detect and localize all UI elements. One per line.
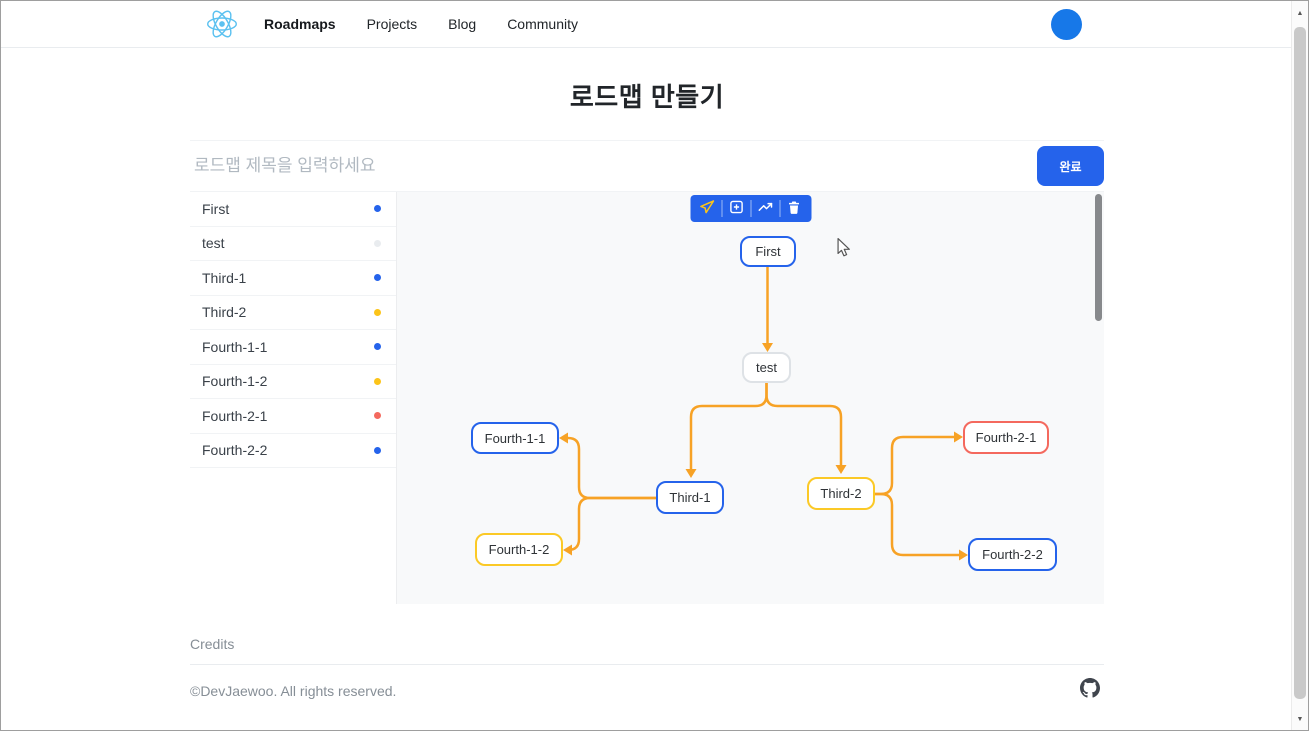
- arrowhead: [559, 432, 568, 444]
- list-item-label: Fourth-1-1: [202, 338, 268, 355]
- node-color-dot: [374, 343, 381, 351]
- browser-scrollbar[interactable]: ▲ ▼: [1291, 1, 1308, 730]
- canvas-toolbar: [690, 195, 811, 222]
- delete-tool-button[interactable]: [783, 195, 805, 222]
- github-link[interactable]: [1080, 678, 1104, 703]
- list-item-label: First: [202, 200, 230, 217]
- edge-test-third1: [689, 381, 768, 471]
- edge-third1-fourth12: [567, 496, 658, 552]
- page-title: 로드맵 만들기: [569, 82, 725, 112]
- canvas-scrollbar-thumb[interactable]: [1095, 194, 1102, 321]
- arrowhead: [954, 431, 963, 443]
- arrowhead: [563, 544, 572, 556]
- list-item-label: Fourth-1-2: [202, 373, 268, 390]
- react-logo-icon[interactable]: [206, 9, 238, 39]
- node-color-dot: [374, 308, 381, 316]
- node-fourth-1-2[interactable]: Fourth-1-2: [475, 533, 563, 566]
- node-color-dot: [374, 274, 381, 282]
- nav-blog[interactable]: Blog: [448, 16, 477, 32]
- add-node-icon: [728, 199, 744, 218]
- nav-community[interactable]: Community: [507, 16, 578, 32]
- roadmap-title-input[interactable]: [190, 156, 1037, 176]
- node-test[interactable]: test: [742, 352, 791, 383]
- node-third-1[interactable]: Third-1: [656, 481, 724, 514]
- roadmap-edges: [559, 265, 968, 561]
- footer: Credits ©DevJaewoo. All rights reserved.: [190, 604, 1104, 703]
- top-navbar: Roadmaps Projects Blog Community: [1, 1, 1293, 48]
- edge-third2-fourth21: [873, 435, 957, 496]
- nav-roadmaps[interactable]: Roadmaps: [264, 16, 336, 32]
- arrowhead: [959, 549, 968, 561]
- list-item-label: Fourth-2-1: [202, 407, 268, 424]
- list-item-label: Third-2: [202, 304, 247, 321]
- node-color-dot: [374, 446, 381, 454]
- github-icon: [1080, 678, 1100, 703]
- nav-links: Roadmaps Projects Blog Community: [264, 16, 578, 32]
- footer-divider: [190, 664, 1104, 665]
- node-color-dot: [374, 377, 381, 385]
- node-first[interactable]: First: [740, 236, 796, 267]
- list-item-first[interactable]: First: [190, 192, 396, 227]
- node-color-dot: [374, 205, 381, 213]
- node-fourth-2-2[interactable]: Fourth-2-2: [968, 538, 1057, 571]
- mouse-cursor-icon: [837, 238, 851, 262]
- toolbar-divider: [750, 200, 751, 217]
- toolbar-divider: [779, 200, 780, 217]
- node-fourth-2-1[interactable]: Fourth-2-1: [963, 421, 1049, 454]
- workspace: First test Third-1 Third-2: [190, 192, 1104, 604]
- arrowhead: [762, 343, 773, 352]
- list-item-fourth-2-1[interactable]: Fourth-2-1: [190, 399, 396, 434]
- scroll-up-arrow[interactable]: ▲: [1296, 9, 1304, 17]
- roadmap-title-row: 완료: [190, 140, 1104, 192]
- main-content: 로드맵 만들기 완료 First test Th: [190, 77, 1104, 703]
- done-button[interactable]: 완료: [1037, 146, 1104, 186]
- add-node-tool-button[interactable]: [725, 195, 747, 222]
- trash-icon: [787, 200, 802, 218]
- toolbar-divider: [721, 200, 722, 217]
- list-item-third-1[interactable]: Third-1: [190, 261, 396, 296]
- node-fourth-1-1[interactable]: Fourth-1-1: [471, 422, 559, 454]
- list-item-label: test: [202, 235, 225, 252]
- edge-test-third2: [765, 381, 843, 467]
- copyright-text: ©DevJaewoo. All rights reserved.: [190, 682, 397, 699]
- nav-projects[interactable]: Projects: [366, 16, 418, 32]
- list-item-test[interactable]: test: [190, 227, 396, 261]
- send-tool-button[interactable]: [696, 195, 718, 222]
- arrowhead: [835, 465, 847, 474]
- edge-third2-fourth22: [873, 492, 962, 557]
- list-item-third-2[interactable]: Third-2: [190, 296, 396, 330]
- send-icon: [699, 199, 715, 218]
- list-item-fourth-1-2[interactable]: Fourth-1-2: [190, 365, 396, 399]
- browser-scrollbar-thumb[interactable]: [1294, 27, 1306, 699]
- node-color-dot: [374, 412, 381, 420]
- roadmap-canvas[interactable]: First test Third-1 Third-2 Fourth-1-1 Fo…: [396, 192, 1104, 604]
- list-item-fourth-1-1[interactable]: Fourth-1-1: [190, 330, 396, 365]
- scroll-down-arrow[interactable]: ▼: [1296, 715, 1304, 723]
- connect-tool-button[interactable]: [754, 195, 776, 222]
- credits-label: Credits: [190, 636, 235, 652]
- node-color-dot: [374, 239, 381, 247]
- arrowhead: [685, 469, 697, 478]
- trending-up-icon: [757, 199, 773, 218]
- edge-third1-fourth11: [565, 436, 658, 500]
- node-third-2[interactable]: Third-2: [807, 477, 875, 510]
- roadmap-node-list: First test Third-1 Third-2: [190, 192, 396, 604]
- user-avatar[interactable]: [1051, 8, 1082, 40]
- list-item-label: Fourth-2-2: [202, 442, 268, 459]
- list-item-fourth-2-2[interactable]: Fourth-2-2: [190, 434, 396, 468]
- list-item-label: Third-1: [202, 269, 247, 286]
